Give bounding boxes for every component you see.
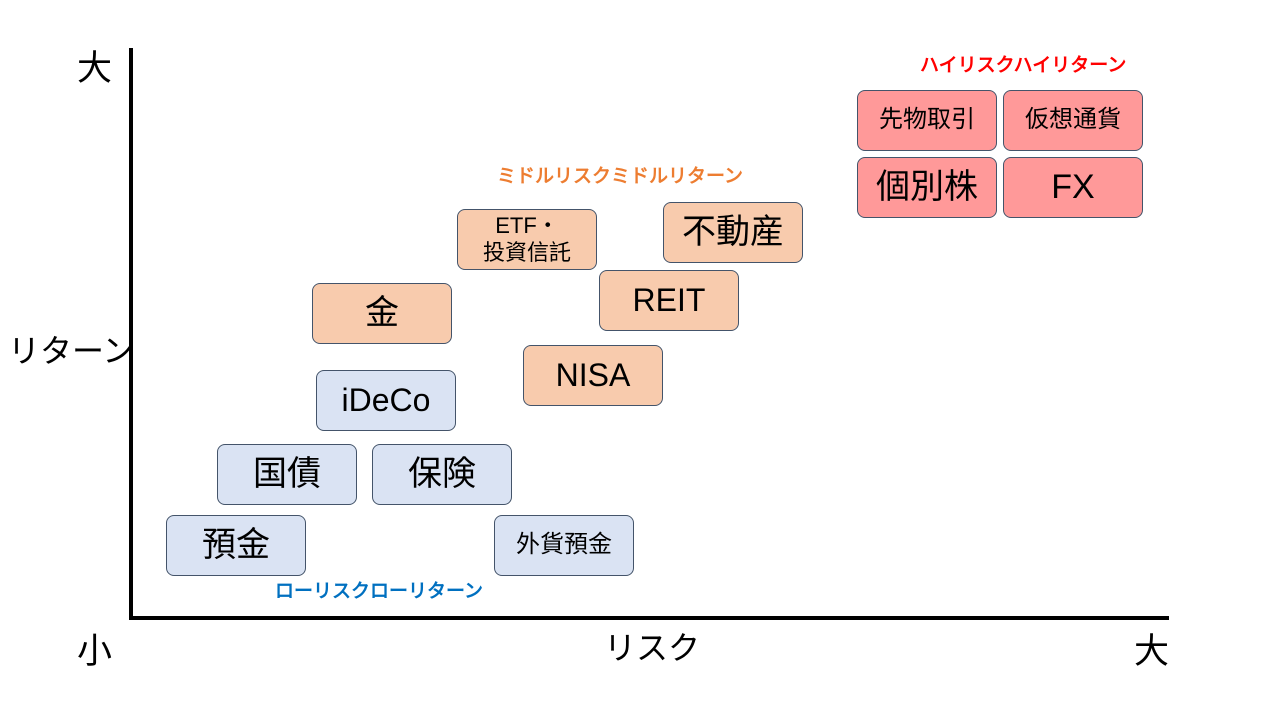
group-label-middle: ミドルリスクミドルリターン — [497, 166, 744, 187]
y-axis-high-label: 大 — [77, 49, 113, 88]
item-box-futures: 先物取引 — [857, 90, 997, 151]
item-box-gold: 金 — [312, 283, 452, 344]
item-box-insurance: 保険 — [372, 444, 512, 505]
item-box-ideco: iDeCo — [316, 370, 456, 431]
item-box-fx: FX — [1003, 157, 1143, 218]
item-box-real-estate: 不動産 — [663, 202, 803, 263]
item-box-individual-stocks: 個別株 — [857, 157, 997, 218]
item-box-etf-investment-trust: ETF・ 投資信託 — [457, 209, 597, 270]
item-box-government-bond: 国債 — [217, 444, 357, 505]
x-axis-line — [129, 616, 1169, 620]
item-box-crypto: 仮想通貨 — [1003, 90, 1143, 151]
origin-label: 小 — [77, 632, 113, 671]
item-box-reit: REIT — [599, 270, 739, 331]
y-axis-title: リターン — [8, 333, 135, 369]
item-box-foreign-currency-deposit: 外貨預金 — [494, 515, 634, 576]
item-box-deposit: 預金 — [166, 515, 306, 576]
x-axis-high-label: 大 — [1134, 632, 1170, 671]
group-label-low: ローリスクローリターン — [275, 581, 484, 602]
x-axis-title: リスク — [604, 630, 701, 666]
y-axis-line — [129, 48, 133, 620]
group-label-high: ハイリスクハイリターン — [920, 55, 1127, 76]
item-box-nisa: NISA — [523, 345, 663, 406]
